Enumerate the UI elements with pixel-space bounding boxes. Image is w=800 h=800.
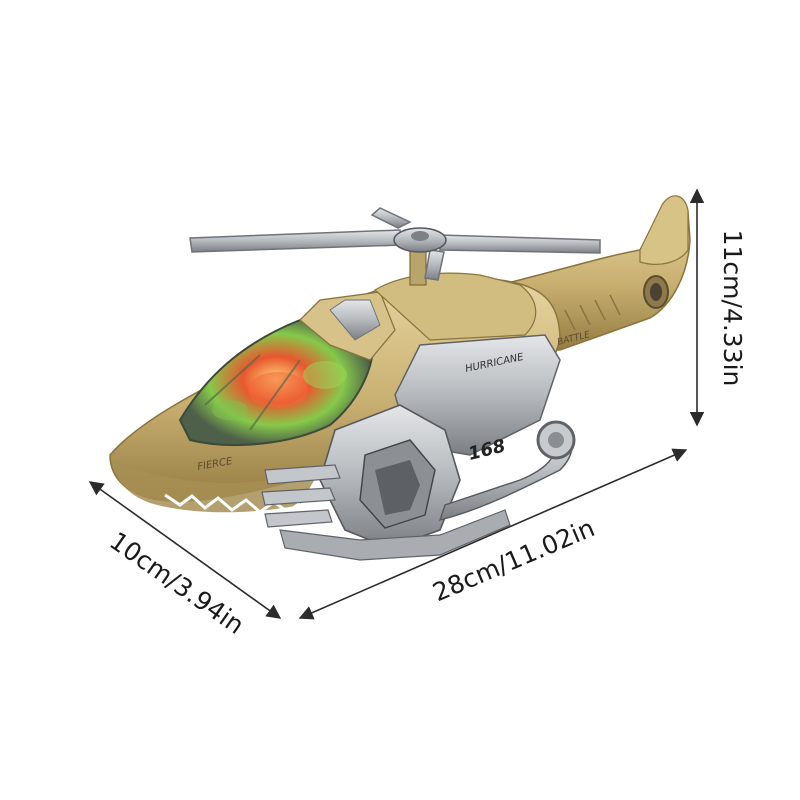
length-arrow <box>298 448 688 620</box>
wing-fins <box>261 464 341 528</box>
dimension-height: 11cm/4.33in <box>689 188 747 427</box>
height-label: 11cm/4.33in <box>718 230 747 387</box>
engine-hump <box>373 272 537 341</box>
tail-fin <box>639 195 689 265</box>
helicopter-toy: HURRICANE BATTLE 168 FIERCE <box>109 195 691 561</box>
main-rotor <box>189 207 601 281</box>
width-arrow <box>88 481 282 619</box>
length-label: 28cm/11.02in <box>429 513 599 607</box>
engine-vents <box>564 294 621 331</box>
